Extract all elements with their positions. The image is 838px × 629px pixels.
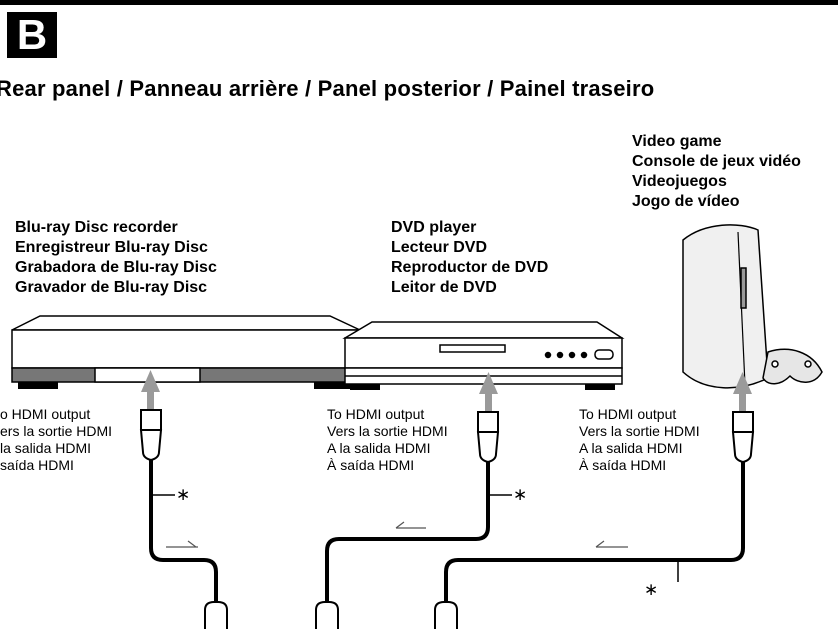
bluray-conn-es: la salida HDMI <box>0 440 92 456</box>
bluray-name-fr: Enregistreur Blu-ray Disc <box>15 239 208 256</box>
bluray-recorder-illustration <box>11 315 361 389</box>
dvd-name-es: Reproductor de DVD <box>391 259 549 276</box>
cable-mark-1: ∗ <box>176 485 191 504</box>
dvd-conn-fr: Vers la sortie HDMI <box>327 423 448 439</box>
dvd-label: DVD player Lecteur DVD Reproductor de DV… <box>391 218 548 298</box>
dvd-conn-en: To HDMI output <box>327 406 425 422</box>
dvd-name-fr: Lecteur DVD <box>391 239 488 256</box>
cable-mark-2: ∗ <box>513 485 528 504</box>
bluray-name-pt: Gravador de Blu-ray Disc <box>15 279 208 296</box>
page-heading: Rear panel / Panneau arrière / Panel pos… <box>0 76 655 101</box>
bluray-conn-en: o HDMI output <box>0 406 91 422</box>
dvd-connection-text: To HDMI output Vers la sortie HDMI A la … <box>327 406 448 474</box>
cable-mark-3: ∗ <box>644 580 659 599</box>
game-name-pt: Jogo de vídeo <box>632 193 740 210</box>
game-conn-fr: Vers la sortie HDMI <box>579 423 700 439</box>
bluray-name-es: Grabadora de Blu-ray Disc <box>15 259 217 276</box>
game-connection-text: To HDMI output Vers la sortie HDMI A la … <box>579 406 700 474</box>
top-rule <box>0 0 838 5</box>
game-console-illustration <box>682 224 823 389</box>
game-name-fr: Console de jeux vidéo <box>632 153 801 170</box>
game-name-en: Video game <box>632 133 722 150</box>
hdmi-plugs <box>139 409 755 464</box>
receiver-plugs <box>204 601 458 629</box>
game-name-es: Videojuegos <box>632 173 727 190</box>
bluray-conn-fr: ers la sortie HDMI <box>0 423 113 439</box>
dvd-conn-pt: À saída HDMI <box>327 457 415 473</box>
game-conn-es: A la salida HDMI <box>579 440 683 456</box>
bluray-conn-pt: saída HDMI <box>0 457 74 473</box>
dvd-name-pt: Leitor de DVD <box>391 279 497 296</box>
hdmi-cables <box>149 460 745 629</box>
signal-direction-arrows <box>166 521 628 548</box>
bluray-label: Blu-ray Disc recorder Enregistreur Blu-r… <box>15 218 217 298</box>
dvd-conn-es: A la salida HDMI <box>327 440 431 456</box>
hdmi-output-arrows <box>141 370 752 412</box>
bluray-connection-text: o HDMI output ers la sortie HDMI la sali… <box>0 406 112 474</box>
cable-mark-leaders <box>151 494 679 582</box>
bluray-name-en: Blu-ray Disc recorder <box>15 219 178 236</box>
dvd-name-en: DVD player <box>391 219 477 236</box>
game-conn-en: To HDMI output <box>579 406 677 422</box>
game-conn-pt: À saída HDMI <box>579 457 667 473</box>
section-badge: B <box>7 12 57 58</box>
game-label: Video game Console de jeux vidéo Videoju… <box>632 132 801 212</box>
dvd-player-illustration <box>342 321 625 390</box>
